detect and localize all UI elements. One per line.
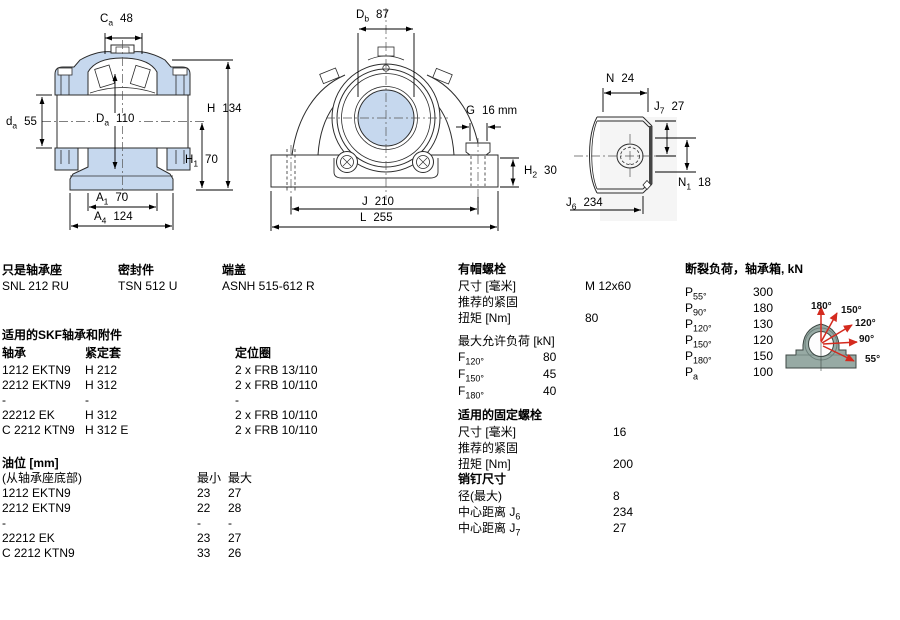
breaking-loads-title: 断裂负荷，轴承箱, kN [685, 262, 804, 276]
cap-bolt-torque: 80 [585, 311, 599, 325]
table-row: F120°80 [458, 350, 557, 367]
cap-bolts-title: 有帽螺栓 [458, 262, 507, 276]
max-load-title: 最大允许负荷 [kN] [458, 334, 555, 348]
oil-level-title: 油位 [mm] [2, 456, 59, 470]
load-angle-120: 120° [855, 318, 876, 329]
oil-level-subtitle: (从轴承座底部) [2, 471, 82, 485]
table-header-row: (从轴承座底部) 最小 最大 [2, 471, 382, 486]
load-angle-150: 150° [841, 305, 862, 316]
cap-bolts-section: 有帽螺栓 尺寸 [毫米]M 12x60 推荐的紧固 扭矩 [Nm]80 最大允许… [458, 261, 683, 400]
load-angle-55: 55° [865, 354, 881, 365]
table-row: F180°40 [458, 384, 557, 401]
max-header: 最大 [228, 471, 253, 485]
attach-bolt-torque: 200 [613, 457, 634, 471]
table-row: 扭矩 [Nm]200 [458, 457, 634, 471]
sleeve-header: 紧定套 [85, 346, 122, 360]
min-header: 最小 [197, 471, 222, 485]
attachment-bolts-title: 适用的固定螺栓 [458, 408, 543, 422]
table-row: --- [2, 393, 239, 407]
table-row: P180°150 [685, 349, 774, 366]
housing-only-header: 只是轴承座 [2, 263, 63, 277]
front-view-drawing [270, 8, 519, 231]
bearings-table-title: 适用的SKF轴承和附件 [2, 328, 123, 342]
bearing-header: 轴承 [2, 346, 27, 360]
table-row: SNL 212 RU TSN 512 U ASNH 515-612 R [2, 278, 382, 294]
locating-ring-header: 定位圈 [235, 346, 272, 360]
table-header-row: 轴承 紧定套 定位圈 [2, 345, 382, 361]
table-row: 扭矩 [Nm]80 [458, 311, 599, 325]
table-row: F150°45 [458, 367, 557, 384]
table-row: P55°300 [685, 285, 774, 302]
table-row: --- [2, 516, 232, 530]
attach-bolt-size: 16 [613, 425, 627, 439]
table-row: 只是轴承座 密封件 端盖 [2, 262, 382, 278]
table-row: 尺寸 [毫米]16 [458, 425, 627, 439]
housing-designation: SNL 212 RU [2, 279, 69, 293]
cap-bolt-size: M 12x60 [585, 279, 632, 293]
parts-table: 只是轴承座 密封件 端盖 SNL 212 RU TSN 512 U ASNH 5… [2, 262, 382, 294]
seal-designation: TSN 512 U [118, 279, 178, 293]
breaking-loads-section: 断裂负荷，轴承箱, kN P55°300 P90°180 P120°130 P1… [685, 261, 895, 382]
table-row: 推荐的紧固 [458, 295, 519, 309]
end-cover-designation: ASNH 515-612 R [222, 279, 315, 293]
table-row: 推荐的紧固 [458, 441, 519, 455]
side-view-drawing [570, 88, 696, 221]
seals-header: 密封件 [118, 263, 155, 277]
load-direction-diagram [785, 306, 858, 371]
table-row: P90°180 [685, 301, 774, 318]
load-angle-90: 90° [859, 334, 875, 345]
attachment-bolts-section: 适用的固定螺栓 尺寸 [毫米]16 推荐的紧固 扭矩 [Nm]200 [458, 407, 683, 472]
load-angle-180: 180° [811, 301, 832, 312]
table-row: P120°130 [685, 317, 774, 334]
table-row: 尺寸 [毫米]M 12x60 [458, 279, 632, 293]
end-cover-header: 端盖 [222, 263, 247, 277]
table-row: P150°120 [685, 333, 774, 350]
table-row: 径(最大)8 [458, 489, 620, 503]
pin-dimensions-title: 销钉尺寸 [458, 472, 507, 486]
